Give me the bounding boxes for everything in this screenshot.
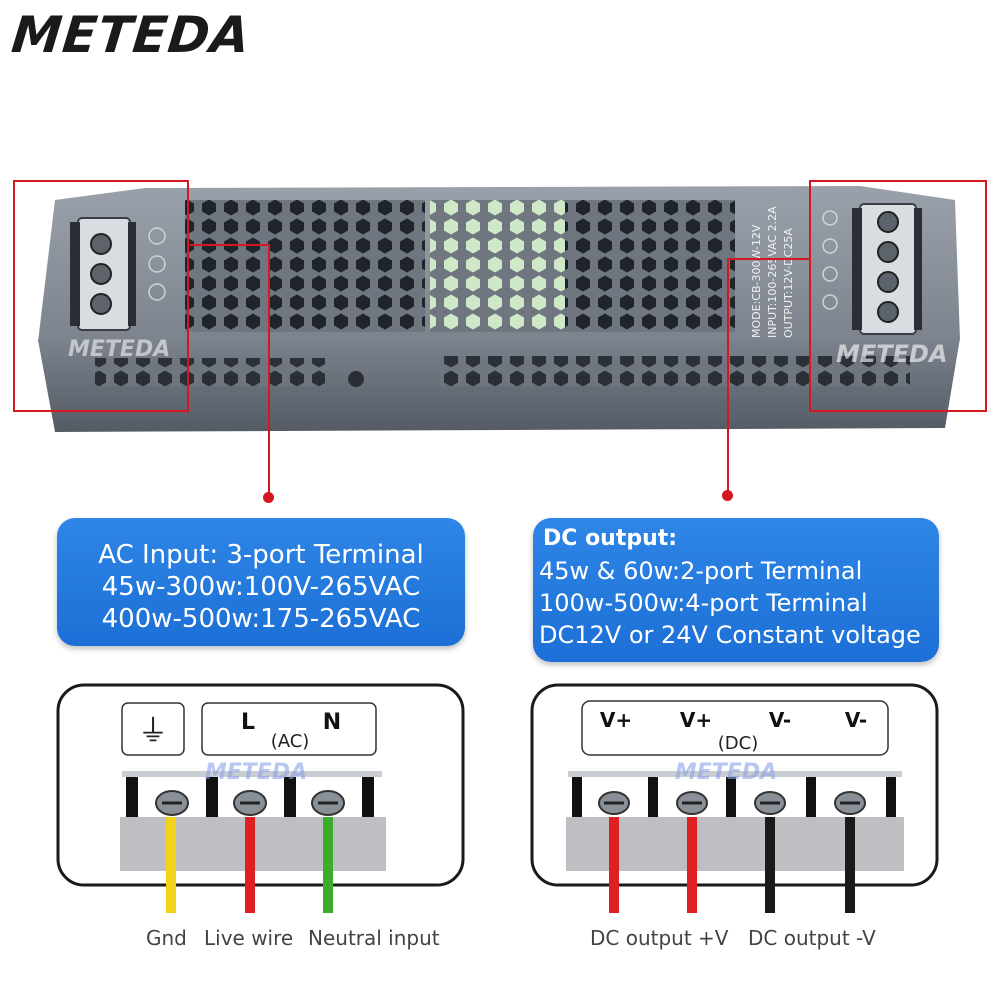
positive-wire [687, 817, 697, 913]
v-plus-label: V+ [600, 708, 632, 732]
vent-grille [565, 200, 735, 332]
ln-label-box [201, 702, 377, 756]
ground-wire [166, 817, 176, 913]
caption-dc-negative: DC output -V [748, 926, 876, 950]
dc-pointer-dot [722, 490, 733, 501]
svg-text:INPUT:100-265VAC 2.2A: INPUT:100-265VAC 2.2A [766, 206, 779, 338]
caption-live-wire: Live wire [204, 926, 294, 950]
screw-icon [233, 790, 267, 816]
ac-input-range-2: 400w-500w:175-265VAC [101, 604, 421, 634]
dc-output-info-box: DC output: 45w & 60w:2-port Terminal 100… [533, 518, 939, 662]
ground-icon: ⏚ [138, 714, 168, 749]
negative-wire [845, 817, 855, 913]
ac-pointer-line [268, 244, 270, 498]
caption-dc-positive: DC output +V [590, 926, 729, 950]
dc-pointer-line [727, 258, 810, 260]
negative-wire [765, 817, 775, 913]
dc-output-line-1: 45w & 60w:2-port Terminal [539, 557, 863, 585]
v-plus-label: V+ [680, 708, 712, 732]
dc-output-line-2: 100w-500w:4-port Terminal [539, 589, 868, 617]
ground-label-box [121, 702, 185, 756]
power-supply-image: MODE:CB-300W-12V INPUT:100-265VAC 2.2A O… [13, 180, 987, 432]
svg-text:MODE:CB-300W-12V: MODE:CB-300W-12V [750, 224, 763, 338]
dc-pointer-line [727, 258, 729, 496]
vent-grille [185, 200, 425, 332]
dc-type-label: (DC) [718, 733, 758, 754]
positive-wire [609, 817, 619, 913]
product-label: MODE:CB-300W-12V INPUT:100-265VAC 2.2A O… [750, 206, 795, 338]
dc-wiring-diagram: V+ V+ V- V- (DC) METEDA [530, 683, 939, 913]
screw-icon [676, 791, 708, 815]
caption-neutral-input: Neutral input [308, 926, 440, 950]
ac-terminal-block [70, 217, 166, 331]
svg-text:OUTPUT:12V-DC25A: OUTPUT:12V-DC25A [782, 228, 795, 338]
screw-icon [598, 791, 630, 815]
neutral-wire [323, 817, 333, 913]
watermark: METEDA [675, 760, 777, 785]
watermark: METEDA [836, 340, 948, 368]
brand-logo: METEDA [8, 6, 254, 64]
screw-icon [834, 791, 866, 815]
ac-input-info-box: AC Input: 3-port Terminal 45w-300w:100V-… [57, 518, 465, 646]
ac-pointer-dot [263, 492, 274, 503]
ac-type-label: (AC) [271, 731, 310, 752]
v-minus-label: V- [845, 708, 867, 732]
neutral-label: N [323, 710, 341, 735]
vent-grille-lit [430, 200, 565, 332]
dc-label-box [581, 700, 889, 756]
dc-output-title: DC output: [543, 526, 678, 551]
ac-wiring-diagram: ⏚ L N (AC) METEDA [56, 683, 465, 913]
screw-icon [155, 790, 189, 816]
ac-input-title: AC Input: 3-port Terminal [98, 540, 424, 570]
ac-input-range-1: 45w-300w:100V-265VAC [101, 572, 421, 602]
ac-highlight-frame [13, 180, 189, 412]
dc-highlight-frame [809, 180, 987, 412]
screw-icon [348, 371, 364, 387]
v-minus-label: V- [769, 708, 791, 732]
dc-terminal-block [822, 203, 922, 335]
screw-icon [754, 791, 786, 815]
live-wire [245, 817, 255, 913]
watermark: METEDA [68, 337, 170, 362]
watermark: METEDA [205, 760, 307, 785]
ac-pointer-line [190, 244, 270, 246]
screw-icon [311, 790, 345, 816]
live-label: L [241, 710, 255, 735]
dc-output-line-3: DC12V or 24V Constant voltage [539, 621, 921, 649]
caption-gnd: Gnd [146, 926, 187, 950]
